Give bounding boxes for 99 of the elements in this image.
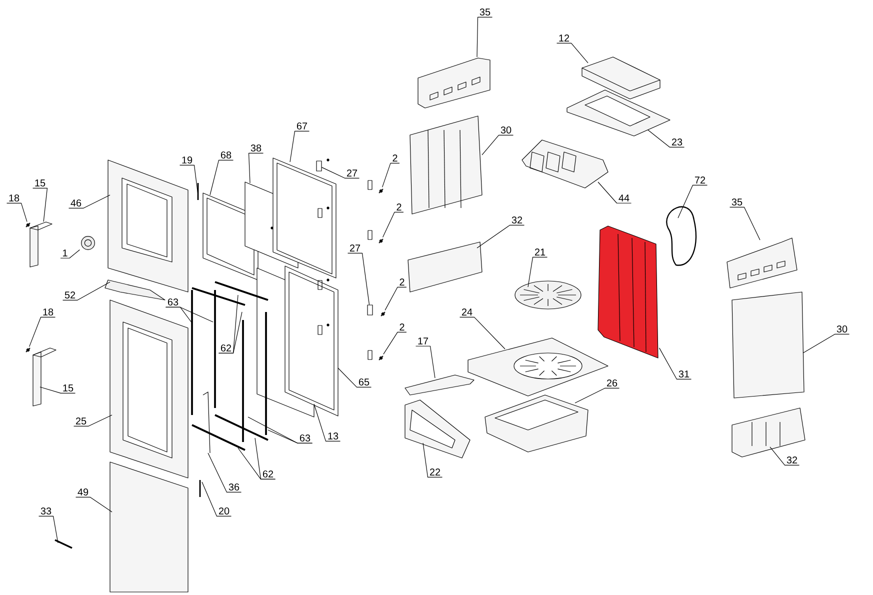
callout-number: 31 [678, 370, 690, 378]
clip-drawing [316, 160, 322, 172]
leader-line [574, 388, 620, 404]
leader-line [40, 386, 76, 394]
leader-line [482, 134, 514, 156]
callout-number: 72 [694, 176, 706, 184]
callout-number: 13 [328, 432, 338, 440]
callout-number: 52 [64, 291, 76, 299]
callout-number: 44 [618, 194, 630, 202]
callout-number: 2 [400, 278, 404, 286]
leader-line [75, 496, 112, 512]
leader-line [598, 182, 632, 204]
callout-number: 32 [512, 216, 522, 224]
callout-number: 63 [168, 298, 178, 306]
leader-line [165, 306, 214, 322]
callout-number: 49 [78, 488, 88, 496]
leader-line [383, 332, 407, 354]
leader-line [248, 152, 264, 184]
leader-line [218, 312, 242, 354]
callout-number: 17 [418, 338, 428, 344]
leader-line [476, 224, 525, 248]
leader-line [422, 442, 443, 478]
callout-number: 12 [559, 34, 570, 42]
callout-number: 27 [346, 170, 358, 176]
callout-number: 23 [672, 138, 682, 146]
leader-line [248, 416, 313, 444]
callout-number: 33 [40, 507, 52, 515]
callout-number: 38 [250, 144, 262, 152]
firebrick-panel-drawing [598, 226, 658, 358]
leader-line [347, 252, 370, 305]
screw-drawing [378, 188, 384, 194]
callout-number: 35 [732, 198, 742, 206]
callout-number: 2 [396, 204, 402, 210]
callout-number: 35 [480, 8, 490, 16]
leader-line [73, 414, 112, 426]
leader-line [415, 346, 436, 378]
leader-line [290, 130, 310, 162]
leader-line [802, 334, 850, 354]
leader-line [338, 368, 372, 388]
leader-line [476, 16, 493, 58]
leader-line [202, 482, 232, 517]
callout-number: 26 [606, 379, 618, 387]
callout-number: 24 [462, 308, 472, 316]
leader-line [659, 348, 692, 380]
callout-number: 67 [296, 122, 308, 130]
callout-number: 46 [70, 199, 82, 207]
callout-number: 32 [786, 456, 798, 464]
leader-line [210, 160, 234, 196]
leader-line [32, 188, 48, 222]
callout-number: 22 [430, 468, 440, 476]
callout-number: 21 [534, 248, 546, 256]
callout-number: 18 [43, 308, 54, 316]
callout-number: 19 [182, 156, 192, 164]
leader-line [556, 42, 588, 64]
callout-number: 15 [35, 180, 46, 186]
screw-drawing [380, 312, 386, 316]
leader-line [648, 130, 685, 148]
screw-drawing [26, 222, 30, 228]
callout-number: 18 [9, 194, 20, 202]
callout-number: 20 [218, 507, 230, 515]
callout-number: 1 [63, 250, 68, 256]
leader-line [6, 202, 28, 222]
leader-line [29, 316, 56, 347]
callout-number: 30 [836, 325, 848, 333]
knob-drawing [81, 236, 95, 250]
leader-line [238, 448, 276, 480]
screw-drawing [378, 238, 384, 244]
leader-line [62, 282, 110, 301]
callout-number: 65 [358, 378, 370, 386]
leader-line [678, 184, 708, 218]
callout-number: 62 [262, 470, 274, 478]
callout-number: 63 [300, 434, 310, 442]
callout-number: 27 [350, 244, 360, 252]
leader-line [179, 164, 198, 196]
callout-number: 2 [400, 324, 404, 330]
leader-line [322, 167, 360, 178]
callout-number: 2 [392, 154, 398, 162]
leader-line [770, 446, 800, 466]
callout-number: 36 [228, 483, 240, 490]
screw-drawing [378, 356, 384, 360]
screw-drawing [26, 348, 30, 352]
clip-drawing [367, 304, 373, 316]
leader-line [382, 212, 404, 238]
callout-number: 25 [76, 417, 86, 424]
callout-number: 15 [63, 384, 74, 392]
leader-line [459, 316, 506, 350]
leader-line [38, 516, 58, 544]
leader-line [382, 162, 400, 188]
callout-number: 68 [220, 151, 232, 159]
hinge-drawing [30, 222, 52, 268]
leader-line [528, 256, 548, 288]
leader-line [68, 194, 110, 209]
leader-line [384, 286, 407, 310]
leader-line [314, 404, 341, 442]
callout-number: 62 [220, 344, 232, 352]
leader-line [60, 249, 80, 258]
leader-line [729, 206, 760, 240]
callout-number: 30 [500, 126, 512, 134]
leader-line [208, 452, 242, 492]
